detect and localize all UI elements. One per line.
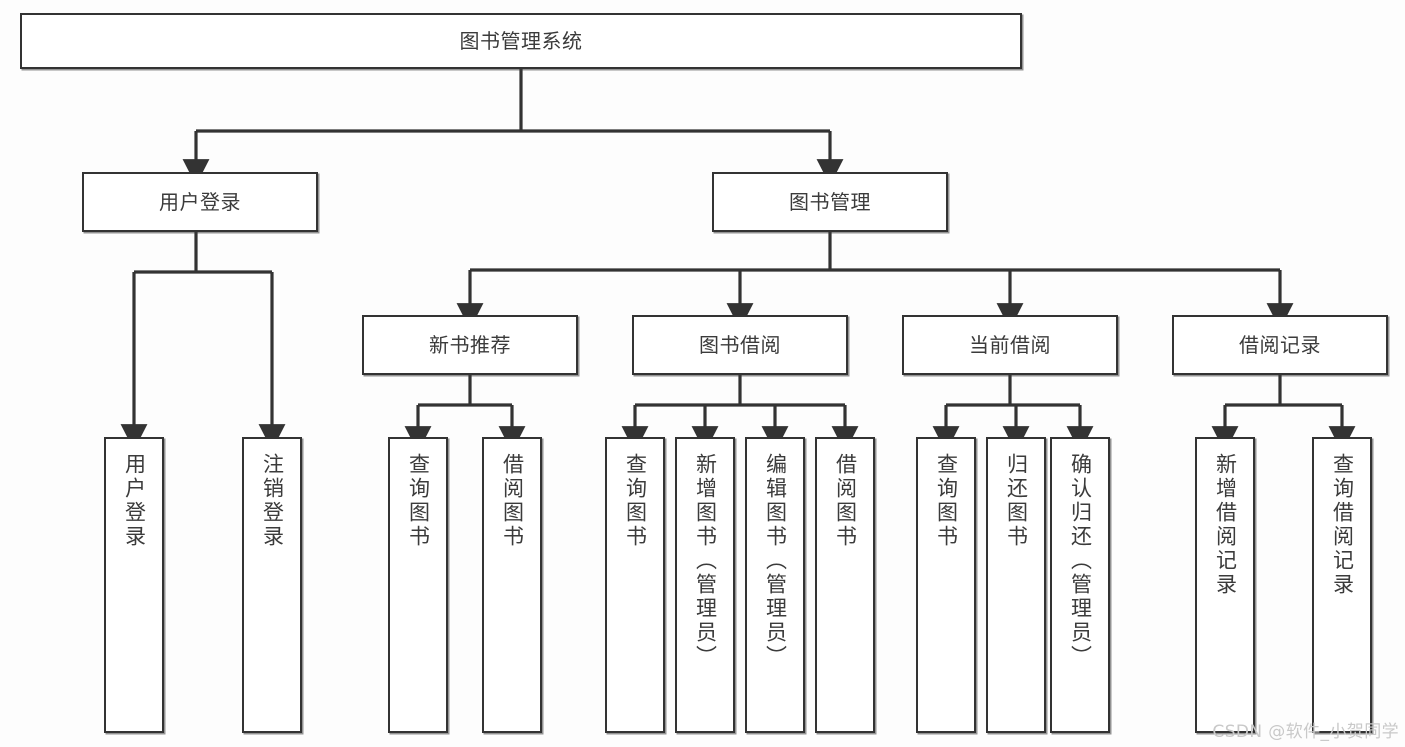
- leaf-add-book[interactable]: 新增图书（管理员）: [675, 437, 735, 733]
- leaf-logout[interactable]: 注销登录: [242, 437, 302, 733]
- node-new-book-recommend-label: 新书推荐: [429, 332, 511, 357]
- leaf-edit-book-label: 编辑图书（管理员）: [763, 453, 788, 669]
- leaf-borrow-book-2-label: 借阅图书: [833, 453, 858, 549]
- leaf-user-login-label: 用户登录: [122, 453, 147, 549]
- node-new-book-recommend[interactable]: 新书推荐: [362, 315, 578, 375]
- leaf-add-record[interactable]: 新增借阅记录: [1195, 437, 1255, 733]
- leaf-confirm-return[interactable]: 确认归还（管理员）: [1050, 437, 1110, 733]
- leaf-query-book-3-label: 查询图书: [934, 453, 959, 549]
- leaf-confirm-return-label: 确认归还（管理员）: [1068, 453, 1093, 669]
- node-borrow-record[interactable]: 借阅记录: [1172, 315, 1388, 375]
- node-borrow-record-label: 借阅记录: [1239, 332, 1321, 357]
- node-current-borrow-label: 当前借阅: [969, 332, 1051, 357]
- node-root[interactable]: 图书管理系统: [20, 13, 1022, 69]
- leaf-query-record[interactable]: 查询借阅记录: [1312, 437, 1372, 733]
- leaf-query-book-1[interactable]: 查询图书: [388, 437, 448, 733]
- leaf-add-book-label: 新增图书（管理员）: [693, 453, 718, 669]
- node-book-borrow-label: 图书借阅: [699, 332, 781, 357]
- leaf-query-book-1-label: 查询图书: [406, 453, 431, 549]
- leaf-return-book[interactable]: 归还图书: [986, 437, 1046, 733]
- node-user-login-label: 用户登录: [159, 189, 241, 214]
- leaf-user-login[interactable]: 用户登录: [104, 437, 164, 733]
- leaf-borrow-book-1[interactable]: 借阅图书: [482, 437, 542, 733]
- leaf-query-book-2-label: 查询图书: [623, 453, 648, 549]
- leaf-borrow-book-1-label: 借阅图书: [500, 453, 525, 549]
- node-user-login[interactable]: 用户登录: [82, 172, 318, 232]
- leaf-edit-book[interactable]: 编辑图书（管理员）: [745, 437, 805, 733]
- node-current-borrow[interactable]: 当前借阅: [902, 315, 1118, 375]
- leaf-logout-label: 注销登录: [260, 453, 285, 549]
- leaf-return-book-label: 归还图书: [1004, 453, 1029, 549]
- node-root-label: 图书管理系统: [459, 28, 583, 53]
- leaf-query-record-label: 查询借阅记录: [1330, 453, 1355, 597]
- node-book-borrow[interactable]: 图书借阅: [632, 315, 848, 375]
- leaf-add-record-label: 新增借阅记录: [1213, 453, 1238, 597]
- node-book-management-label: 图书管理: [789, 189, 871, 214]
- leaf-query-book-2[interactable]: 查询图书: [605, 437, 665, 733]
- watermark-text: CSDN @软件_小贺同学: [1212, 722, 1399, 742]
- leaf-borrow-book-2[interactable]: 借阅图书: [815, 437, 875, 733]
- node-book-management[interactable]: 图书管理: [712, 172, 948, 232]
- leaf-query-book-3[interactable]: 查询图书: [916, 437, 976, 733]
